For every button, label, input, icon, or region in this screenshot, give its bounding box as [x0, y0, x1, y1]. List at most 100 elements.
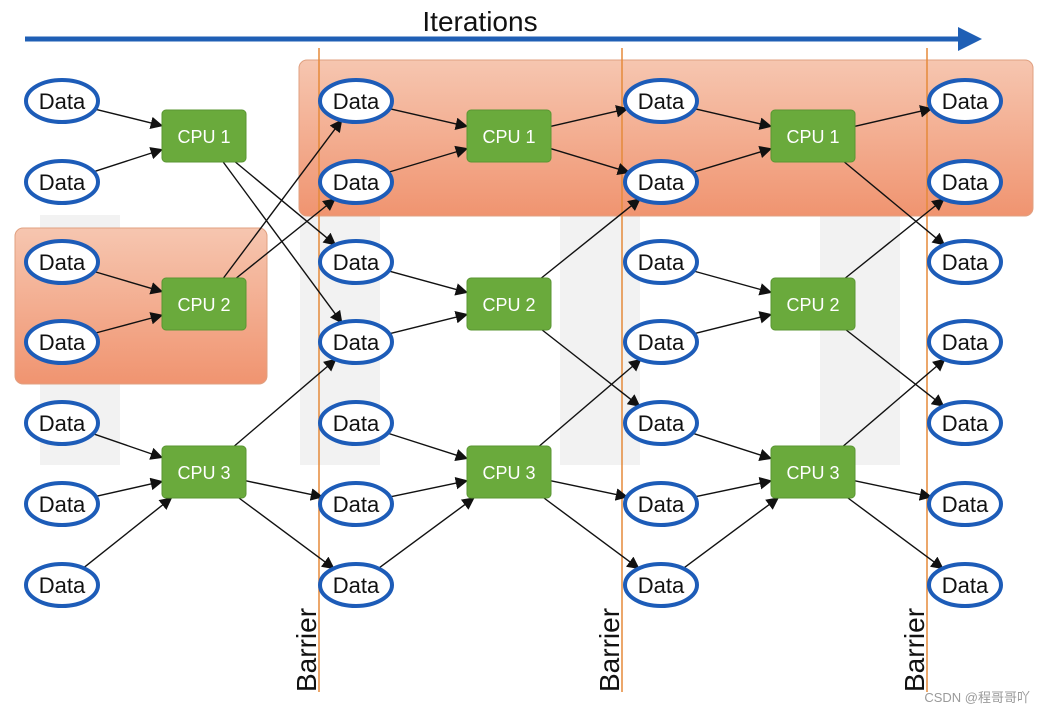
edge-arrow: [550, 105, 629, 128]
svg-text:Data: Data: [638, 89, 685, 114]
cpu-node: CPU 3: [770, 445, 856, 499]
svg-text:Data: Data: [638, 492, 685, 517]
edge-arrow: [245, 480, 324, 501]
edge-arrow: [94, 108, 164, 130]
edge-arrow: [387, 432, 469, 462]
svg-text:Data: Data: [942, 573, 989, 598]
edge-arrow: [389, 476, 469, 498]
svg-text:Data: Data: [39, 411, 86, 436]
edge-arrow: [82, 497, 173, 569]
svg-text:Data: Data: [942, 89, 989, 114]
svg-text:Data: Data: [333, 330, 380, 355]
cpu-nodes: CPU 1 CPU 2 CPU 3 CPU 1 CPU 2 CPU 3 CPU …: [161, 109, 856, 499]
edge-arrow: [235, 198, 336, 279]
data-node: Data: [927, 400, 1003, 446]
svg-text:Data: Data: [942, 250, 989, 275]
iterations-title: Iterations: [422, 6, 537, 37]
svg-text:Data: Data: [39, 170, 86, 195]
edge-arrow: [222, 161, 343, 324]
data-node: Data: [927, 562, 1003, 608]
edge-arrow: [234, 161, 337, 246]
edge-arrow: [854, 480, 933, 501]
edge-arrow: [93, 270, 164, 295]
data-node: Data: [623, 78, 699, 124]
data-node: Data: [24, 159, 100, 205]
edge-arrow: [388, 311, 469, 335]
data-node: Data: [927, 239, 1003, 285]
cpu-node: CPU 3: [466, 445, 552, 499]
edge-arrow: [238, 497, 335, 570]
edge-arrow: [845, 329, 945, 407]
svg-text:CPU 1: CPU 1: [482, 127, 535, 147]
barrier-label: Barrier: [594, 608, 625, 692]
data-node: Data: [927, 319, 1003, 365]
data-node: Data: [318, 159, 394, 205]
edge-arrow: [387, 145, 469, 174]
svg-text:Data: Data: [638, 411, 685, 436]
svg-text:Data: Data: [333, 573, 380, 598]
edge-arrow: [233, 358, 337, 447]
watermark-text: CSDN @程哥哥吖: [924, 690, 1030, 705]
data-node: Data: [927, 481, 1003, 527]
edge-arrow: [844, 198, 945, 279]
svg-text:Data: Data: [39, 89, 86, 114]
cpu-node: CPU 2: [161, 277, 247, 331]
data-node: Data: [318, 562, 394, 608]
edge-arrow: [222, 119, 343, 279]
edge-arrow: [694, 108, 773, 130]
svg-text:Data: Data: [39, 573, 86, 598]
cpu-node: CPU 2: [466, 277, 552, 331]
svg-text:CPU 3: CPU 3: [177, 463, 230, 483]
data-nodes: Data Data Data Data Data Data Data Data …: [24, 78, 1003, 608]
data-node: Data: [927, 159, 1003, 205]
edge-arrow: [682, 497, 780, 570]
data-node: Data: [927, 78, 1003, 124]
svg-text:CPU 2: CPU 2: [786, 295, 839, 315]
edge-arrow: [550, 148, 631, 176]
cpu-node: CPU 3: [161, 445, 247, 499]
svg-text:Data: Data: [333, 492, 380, 517]
data-node: Data: [24, 78, 100, 124]
svg-text:CPU 1: CPU 1: [177, 127, 230, 147]
data-node: Data: [623, 239, 699, 285]
cpu-node: CPU 1: [466, 109, 552, 163]
edge-arrow: [693, 311, 773, 335]
svg-text:CPU 3: CPU 3: [786, 463, 839, 483]
svg-text:Data: Data: [333, 170, 380, 195]
edge-arrow: [95, 477, 164, 498]
svg-text:Data: Data: [942, 170, 989, 195]
data-node: Data: [24, 481, 100, 527]
data-node: Data: [318, 481, 394, 527]
edge-arrow: [847, 497, 944, 570]
svg-text:Data: Data: [942, 492, 989, 517]
edge-arrow: [694, 477, 773, 498]
data-node: Data: [623, 481, 699, 527]
iterations-arrow: [25, 27, 982, 51]
svg-text:CPU 2: CPU 2: [177, 295, 230, 315]
data-node: Data: [623, 159, 699, 205]
edge-arrow: [538, 358, 642, 447]
data-node: Data: [318, 400, 394, 446]
edge-arrow: [377, 497, 475, 570]
edge-arrow: [692, 432, 773, 461]
edge-arrow: [693, 270, 773, 296]
edge-arrow: [843, 161, 946, 246]
cpu-node: CPU 2: [770, 277, 856, 331]
data-node: Data: [623, 400, 699, 446]
svg-text:Data: Data: [333, 411, 380, 436]
data-node: Data: [318, 239, 394, 285]
highlight-region-top: [298, 59, 1034, 217]
svg-text:CPU 1: CPU 1: [786, 127, 839, 147]
svg-text:Data: Data: [39, 492, 86, 517]
data-node: Data: [318, 319, 394, 365]
data-node: Data: [24, 562, 100, 608]
svg-text:Data: Data: [638, 573, 685, 598]
edge-arrow: [540, 198, 641, 279]
svg-text:Data: Data: [638, 170, 685, 195]
edge-arrow: [550, 480, 629, 501]
barrier-label: Barrier: [291, 608, 322, 692]
svg-text:Data: Data: [942, 330, 989, 355]
edge-arrow: [692, 145, 773, 173]
svg-text:Data: Data: [942, 411, 989, 436]
